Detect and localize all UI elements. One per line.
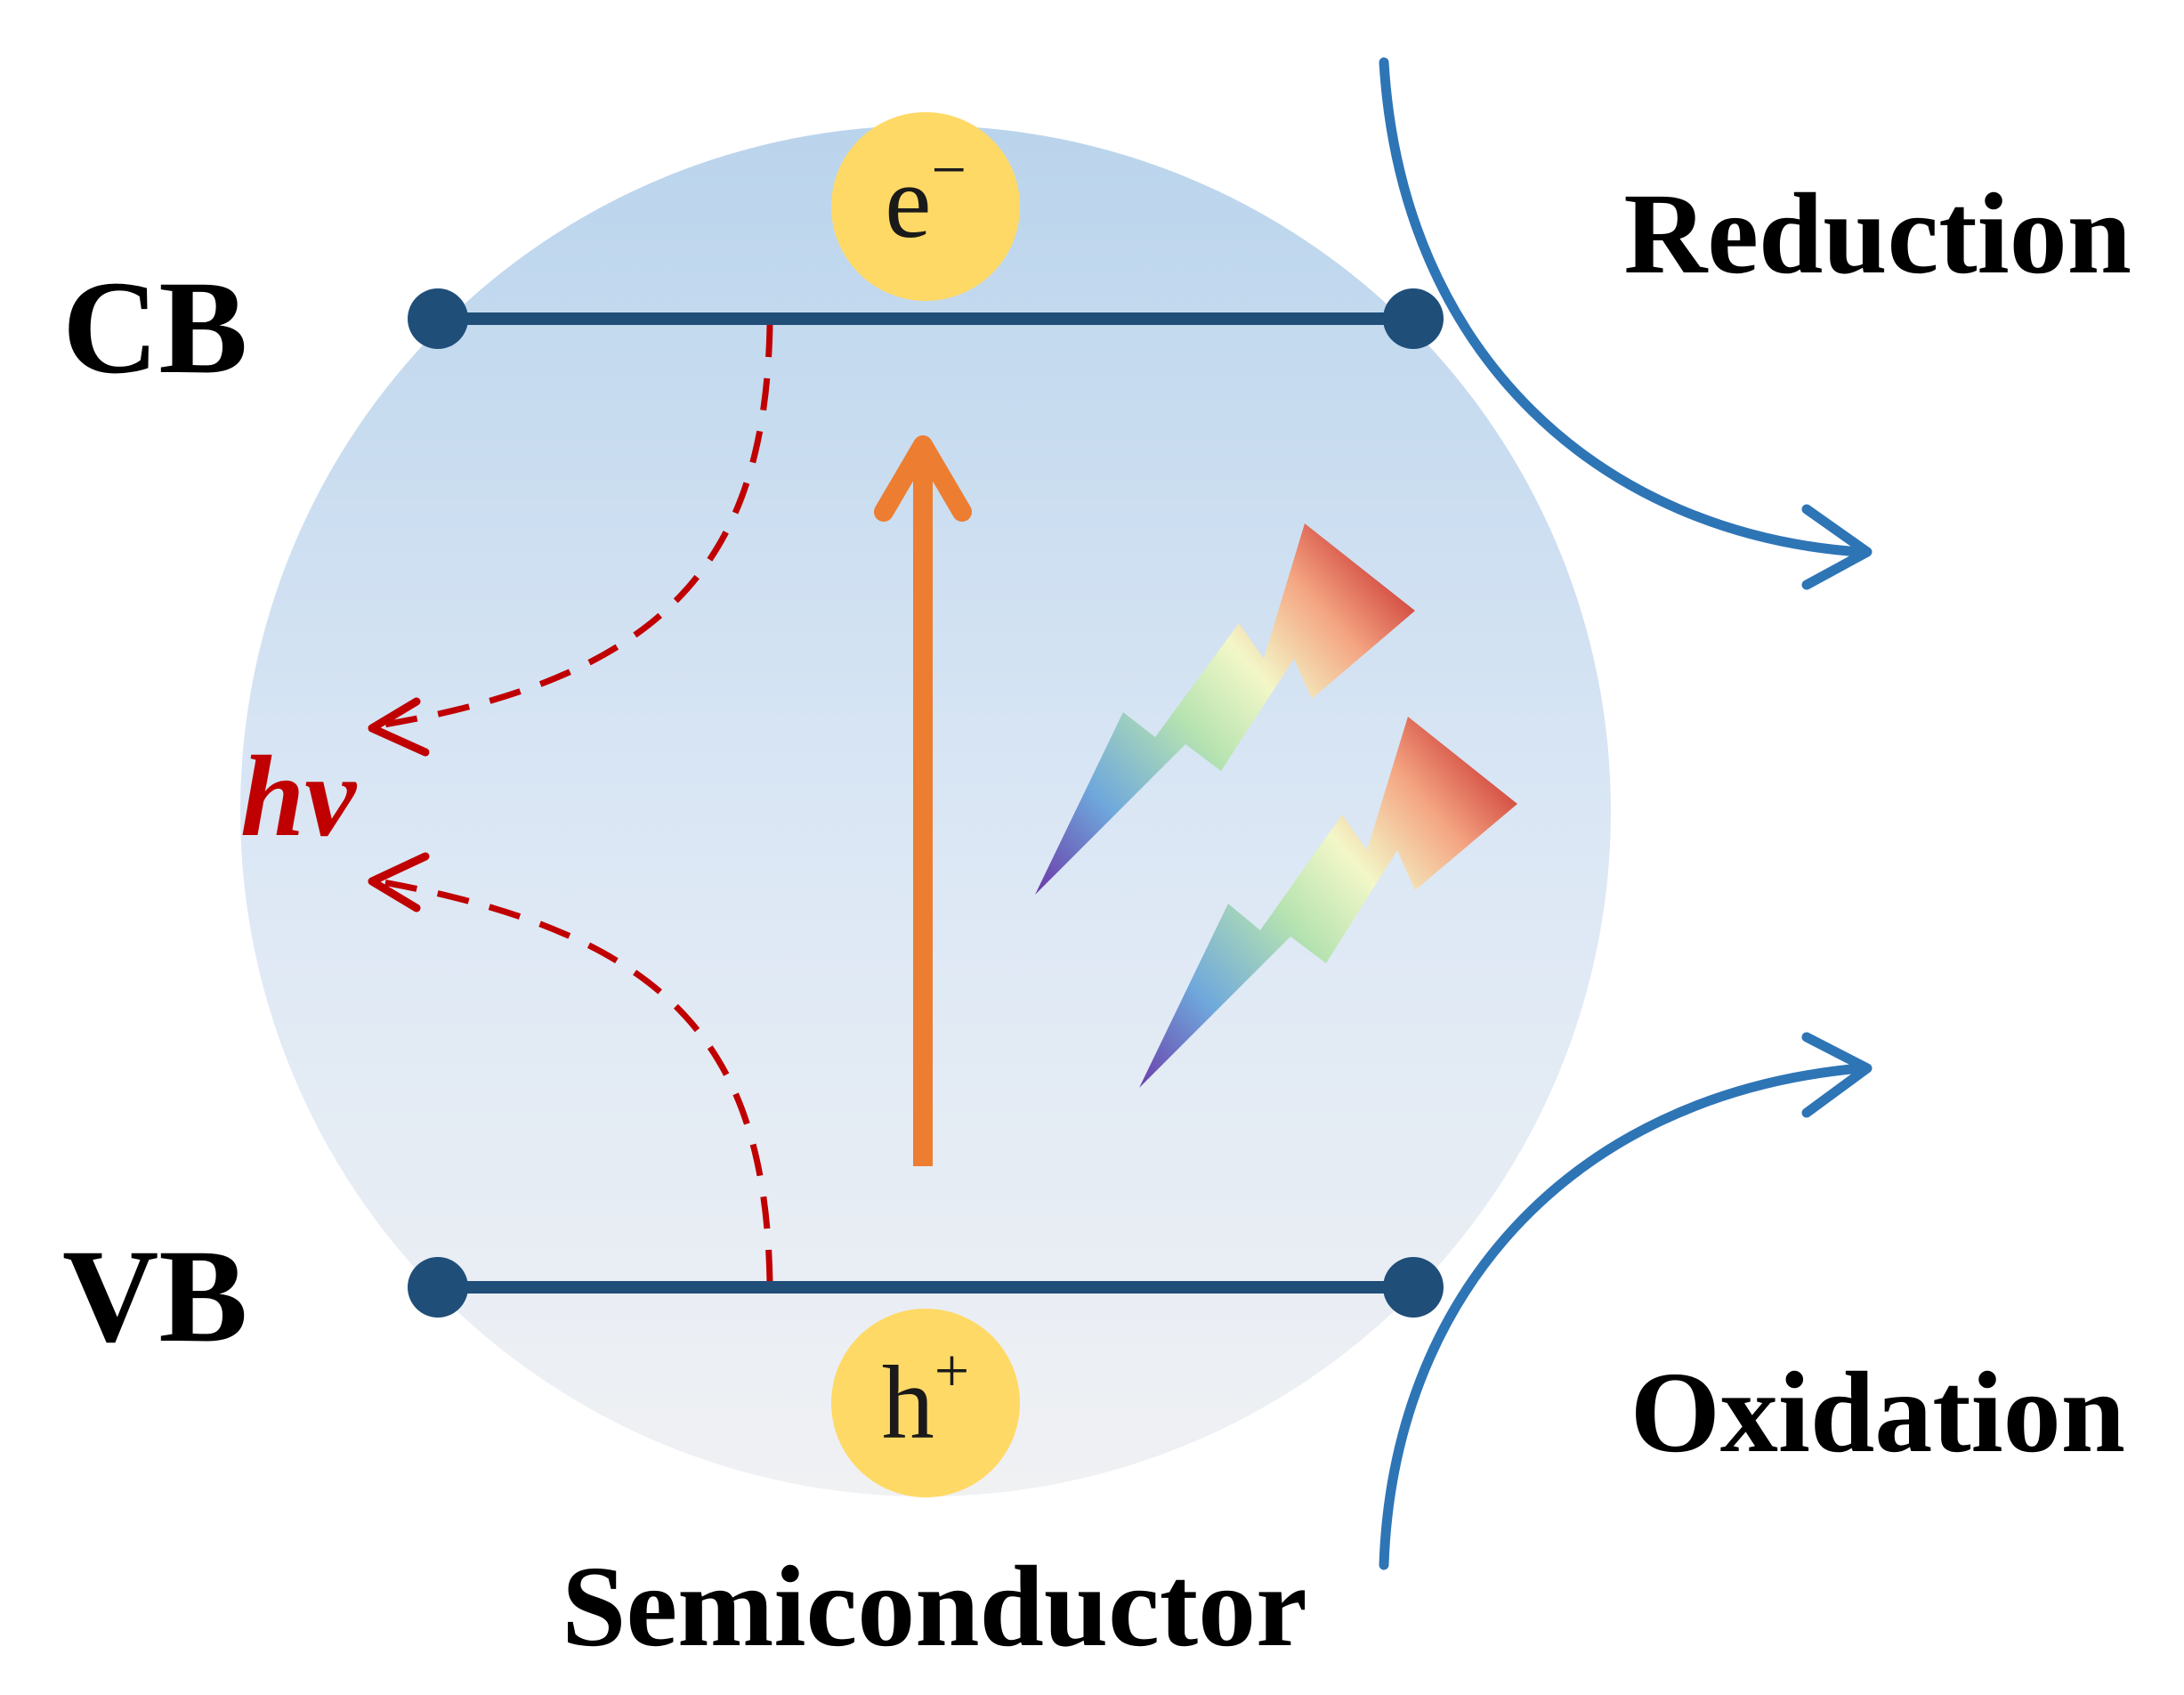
reduction-label: Reduction — [1623, 170, 2131, 298]
svg-text:h+: h+ — [882, 1337, 969, 1461]
oxidation-arrow — [1379, 1032, 1873, 1570]
reduction-arrow — [1379, 57, 1873, 590]
valence-band — [408, 1257, 1444, 1318]
cb-right-node — [1383, 288, 1444, 349]
hv-label: hv — [240, 733, 357, 861]
vb-label: VB — [62, 1222, 247, 1370]
hole-symbol: h — [882, 1344, 934, 1461]
cb-label: CB — [62, 254, 247, 401]
recombination-path-lower — [377, 878, 773, 1283]
vb-right-node — [1383, 1257, 1444, 1318]
hole-carrier: h+ — [831, 1309, 1020, 1497]
hole-charge: + — [934, 1337, 969, 1406]
lightning-bolt-icon — [1035, 523, 1517, 1088]
recombination-arrowheads — [368, 697, 430, 912]
electron-symbol: e — [885, 143, 931, 260]
cb-left-node — [408, 288, 468, 349]
recombination-arrowhead-upper — [368, 697, 430, 757]
lightning-bolt-icon-upper — [1035, 523, 1415, 895]
conduction-band — [408, 288, 1444, 349]
electron-charge: − — [931, 136, 966, 205]
semiconductor-caption: Semiconductor — [562, 1543, 1307, 1671]
recombination-path-upper — [377, 324, 773, 729]
electron-carrier: e− — [831, 112, 1020, 301]
excitation-arrow — [874, 435, 972, 1166]
oxidation-label: Oxidation — [1630, 1349, 2125, 1477]
recombination-arrowhead-lower — [368, 852, 430, 912]
lightning-bolt-icon-lower — [1139, 717, 1517, 1088]
vb-left-node — [408, 1257, 468, 1318]
svg-text:e−: e− — [885, 136, 967, 260]
recombination-paths — [377, 324, 773, 1283]
